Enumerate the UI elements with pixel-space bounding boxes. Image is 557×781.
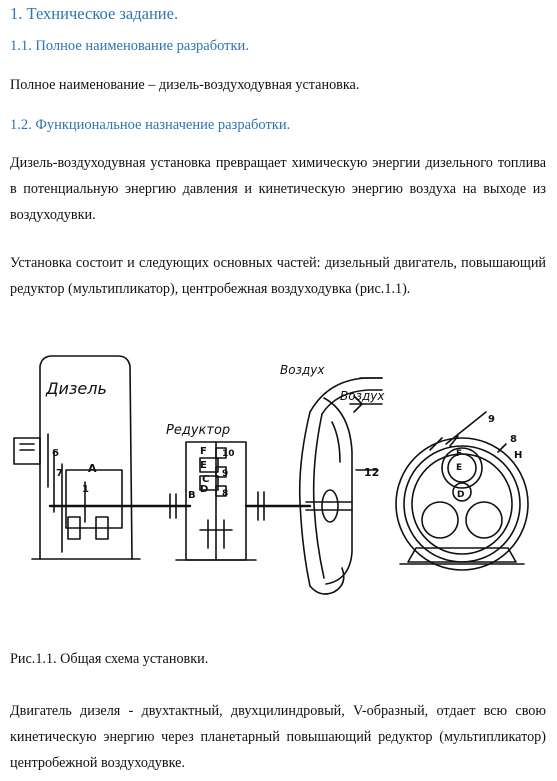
- gear-label-F: F: [456, 449, 462, 459]
- subsection-heading-function: 1.2. Функциональное назначение разработк…: [10, 117, 291, 133]
- diesel-crankcase: [65, 469, 123, 529]
- air-inner-label: Воздух: [340, 389, 385, 403]
- blower-impeller: [323, 397, 353, 585]
- label-6: 6: [52, 448, 59, 459]
- gear-base: [407, 547, 517, 563]
- subsection-heading-full-name: 1.1. Полное наименование разработки.: [10, 38, 249, 54]
- full-name-paragraph: Полное наименование – дизель-воздуходувн…: [10, 77, 360, 93]
- gear-left: [421, 501, 459, 539]
- engine-paragraph: Двигатель дизеля - двухтактный, двухцили…: [10, 703, 546, 771]
- label-A: A: [88, 462, 97, 475]
- diesel-side-unit: [13, 437, 41, 465]
- label-1: 1: [82, 484, 89, 495]
- label-E: E: [200, 460, 207, 471]
- label-9: 9: [222, 469, 228, 479]
- label-F: F: [200, 446, 207, 457]
- installation-diagram: Дизель Редуктор Воздух Воздух 6 7 A 1 F …: [13, 355, 529, 595]
- label-12: 12: [364, 466, 379, 479]
- gear-right: [465, 501, 503, 539]
- composition-paragraph: Установка состоит и следующих основных ч…: [10, 255, 546, 297]
- gear-label-9: 9: [488, 414, 495, 425]
- figure-caption: Рис.1.1. Общая схема установки.: [10, 651, 209, 667]
- gear-label-D: D: [457, 490, 464, 500]
- gear-label-8: 8: [510, 434, 517, 445]
- gear-d: [452, 482, 472, 502]
- cylinder-right: [95, 516, 109, 540]
- diesel-engine-body: [39, 355, 133, 560]
- label-D: D: [200, 484, 208, 495]
- air-top-label: Воздух: [280, 363, 325, 377]
- blower-casing-left: [298, 411, 311, 587]
- label-7: 7: [56, 468, 63, 479]
- reducer-label: Редуктор: [166, 423, 230, 438]
- label-10: 10: [222, 449, 235, 459]
- cylinder-left: [67, 516, 81, 540]
- label-B: B: [188, 490, 196, 501]
- function-paragraph: Дизель-воздуходувная установка превращае…: [10, 155, 546, 223]
- diesel-label: Дизель: [45, 379, 107, 398]
- section-heading: 1. Техническое задание.: [10, 4, 179, 23]
- gear-ring-outer: [395, 437, 529, 571]
- gear-label-E: E: [456, 463, 462, 473]
- label-C: C: [202, 474, 209, 485]
- gear-label-H: H: [514, 450, 522, 461]
- gear-f: [441, 447, 483, 489]
- label-8: 8: [222, 489, 228, 499]
